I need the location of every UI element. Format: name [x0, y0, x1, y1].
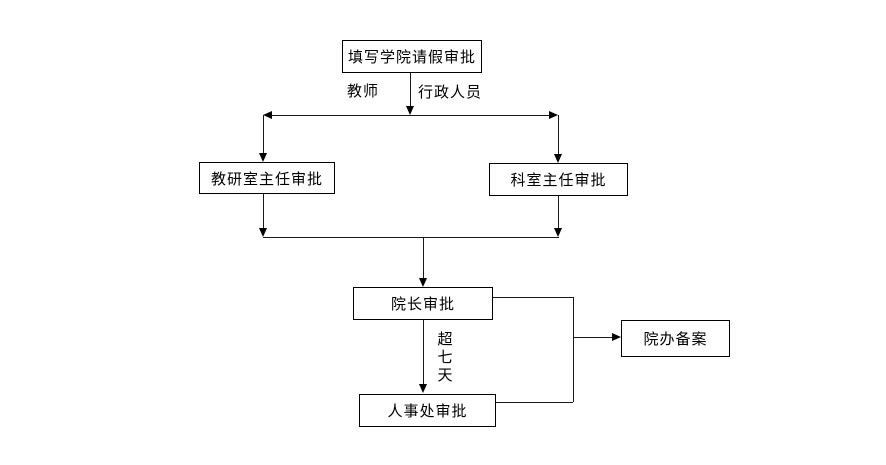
node-office-record: 院办备案 — [621, 320, 730, 357]
connector-drop-left — [263, 115, 264, 153]
node-department-director: 科室主任审批 — [489, 163, 628, 196]
arrowhead-right-split — [549, 111, 558, 119]
node-start: 填写学院请假审批 — [342, 40, 482, 73]
node-teaching-office-director: 教研室主任审批 — [199, 162, 335, 194]
connector-personnel-right — [496, 402, 573, 403]
connector-record-branch — [573, 337, 612, 338]
connector-right-out — [558, 196, 559, 228]
connector-drop-right — [558, 115, 559, 154]
connector-dean-down — [423, 320, 424, 384]
connector-split-bar — [272, 115, 549, 116]
arrowhead-down-personnel — [419, 384, 427, 393]
arrowhead-down-split — [406, 106, 414, 115]
arrowhead-down-teaching-office — [259, 153, 267, 162]
connector-dean-right — [493, 297, 573, 298]
arrowhead-left-split — [263, 111, 272, 119]
edge-label-over-seven-days: 超七天 — [436, 330, 454, 384]
arrowhead-down-merge-left — [259, 228, 267, 237]
connector-merge-bar — [263, 237, 559, 238]
node-dean-approval: 院长审批 — [353, 287, 493, 320]
edge-label-teacher: 教师 — [347, 82, 380, 100]
arrowhead-right-record — [612, 333, 621, 341]
node-personnel-approval: 人事处审批 — [359, 394, 496, 427]
arrowhead-down-department — [554, 154, 562, 163]
connector-start-down — [410, 73, 411, 106]
arrowhead-down-merge-right — [554, 228, 562, 237]
connector-side-vertical — [573, 297, 574, 402]
edge-label-admin-staff: 行政人员 — [418, 83, 483, 101]
connector-left-out — [263, 194, 264, 228]
connector-merge-down — [423, 237, 424, 278]
arrowhead-down-dean — [419, 278, 427, 287]
